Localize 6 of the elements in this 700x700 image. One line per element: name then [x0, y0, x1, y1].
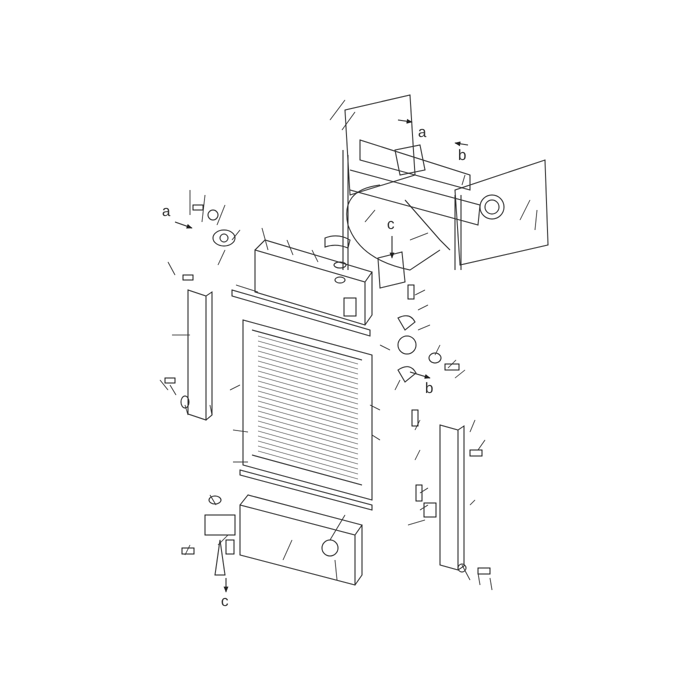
reference-letter: c — [221, 594, 228, 609]
reference-letter: c — [387, 217, 394, 232]
reference-letter: b — [425, 381, 434, 396]
reference-letter: a — [162, 204, 170, 219]
reference-letter: a — [418, 125, 426, 140]
reference-letter: b — [458, 148, 466, 163]
